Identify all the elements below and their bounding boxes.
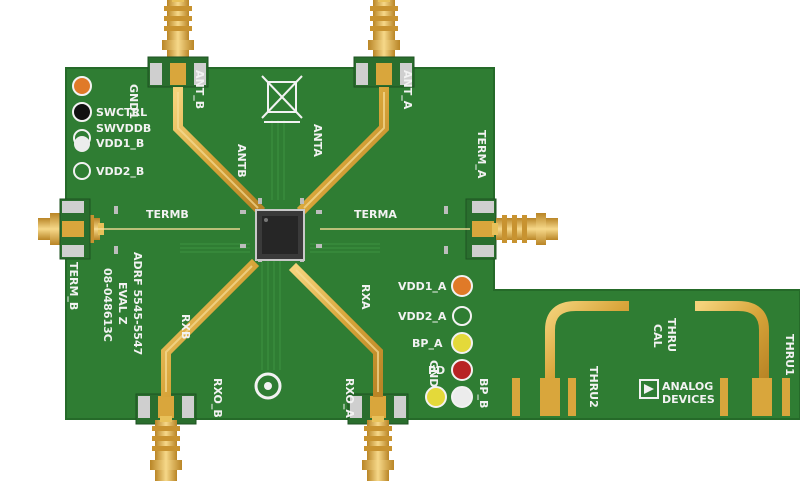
label-swvddb: SWVDDB bbox=[96, 122, 151, 135]
silkscreen-labels: GND1 ANT_B ANT_A SWCTRL SWVDDB VDD1_B VD… bbox=[67, 70, 796, 418]
sma-connector-term-a bbox=[465, 198, 558, 260]
switch-ic bbox=[255, 209, 305, 261]
logo-line2: DEVICES bbox=[662, 393, 715, 406]
thru-cal-traces bbox=[545, 301, 769, 385]
label-pd: PD bbox=[428, 364, 445, 377]
label-part-line1: ADRF 5545-5547 bbox=[131, 252, 144, 355]
control-traces bbox=[180, 120, 380, 370]
test-points-right bbox=[425, 275, 473, 408]
thru-cal-pads bbox=[512, 378, 790, 416]
label-termb: TERMB bbox=[146, 208, 189, 221]
label-vdd1-a: VDD1_A bbox=[398, 280, 447, 293]
label-part-line3: 08-048613C bbox=[101, 268, 114, 342]
sma-connector-rxo-a bbox=[347, 393, 409, 481]
label-thru-cal-2: CAL bbox=[651, 324, 664, 348]
label-anta: ANTA bbox=[311, 124, 324, 157]
label-bp-a: BP_A bbox=[412, 337, 443, 350]
pcb-outline bbox=[65, 67, 800, 420]
label-vdd1-b: VDD1_B bbox=[96, 137, 144, 150]
label-vdd2-a: VDD2_A bbox=[398, 310, 447, 323]
fiducial-target bbox=[254, 372, 282, 400]
label-thru1: THRU1 bbox=[783, 334, 796, 376]
label-vdd2-b: VDD2_B bbox=[96, 165, 144, 178]
label-part-line2: EVAL Z bbox=[116, 282, 129, 325]
label-thru2: THRU2 bbox=[587, 366, 600, 408]
label-swctrl: SWCTRL bbox=[96, 106, 147, 119]
logo-line1: ANALOG bbox=[662, 380, 713, 393]
analog-devices-logo: ANALOG DEVICES bbox=[639, 379, 715, 406]
label-thru-cal-1: THRU bbox=[665, 318, 678, 352]
label-terma: TERMA bbox=[354, 208, 397, 221]
label-rxa: RXA bbox=[359, 284, 372, 310]
weee-symbol bbox=[261, 75, 303, 123]
rf-trace-highlights bbox=[94, 92, 470, 392]
label-rxo-a: RXO_A bbox=[343, 378, 356, 418]
label-antb: ANTB bbox=[235, 144, 248, 178]
label-term-a: TERM_A bbox=[475, 130, 488, 179]
label-rxo-b: RXO_B bbox=[211, 378, 224, 418]
label-ant-b: ANT_B bbox=[193, 70, 206, 109]
sma-connector-rxo-b bbox=[135, 393, 197, 481]
label-bp-b: BP_B bbox=[477, 378, 490, 408]
label-term-b: TERM_B bbox=[67, 262, 80, 310]
label-rxb: RXB bbox=[179, 314, 192, 339]
test-points-left bbox=[72, 76, 92, 180]
label-ant-a: ANT_A bbox=[401, 70, 414, 110]
label-gnd: GND bbox=[427, 360, 440, 387]
label-gnd1: GND1 bbox=[127, 84, 140, 119]
